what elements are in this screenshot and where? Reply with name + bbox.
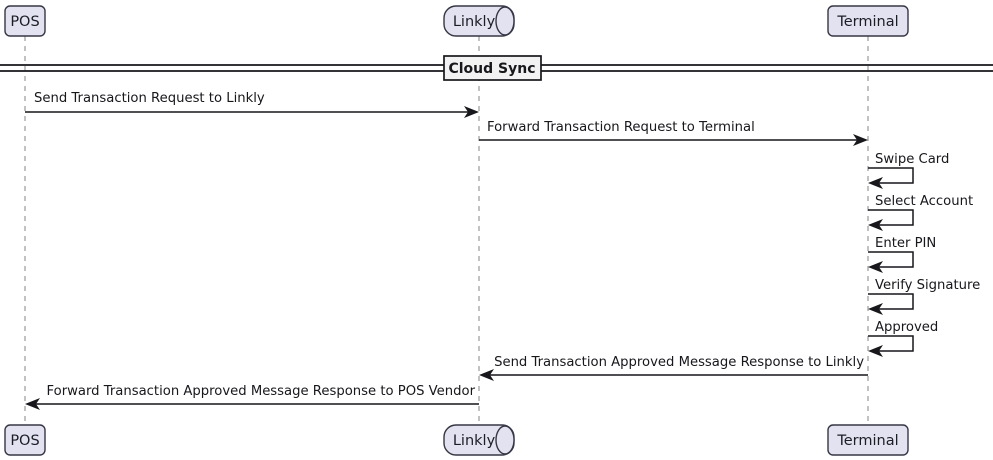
message-send-transaction-approved-message-response-to-linkly[interactable]: Send Transaction Approved Message Respon… [479,355,868,381]
message-send-transaction-request-to-linkly[interactable]: Send Transaction Request to Linkly [25,91,479,118]
participant-linkly-top-cap-icon [495,6,515,36]
participant-terminal-top-label: Terminal [836,14,898,30]
message-self-loop-line [868,251,914,268]
arrowhead-left-icon [479,369,494,381]
message-label: Send Transaction Request to Linkly [34,91,265,106]
message-label: Swipe Card [875,152,949,167]
participant-linkly-top-label: Linkly [453,14,496,30]
message-approved[interactable]: Approved [868,320,938,357]
arrowhead-left-icon [868,303,883,315]
message-self-loop-line [868,209,914,226]
message-swipe-card[interactable]: Swipe Card [868,152,949,189]
participant-pos-top-label: POS [10,14,39,30]
message-label: Enter PIN [875,236,936,251]
divider-label: Cloud Sync [448,61,535,77]
message-forward-transaction-approved-message-response-to-pos-vendor[interactable]: Forward Transaction Approved Message Res… [25,384,479,410]
participant-linkly-bottom-label: Linkly [453,433,496,449]
message-label: Select Account [875,194,973,209]
arrowhead-right-icon [853,134,868,146]
participants-top: POS Linkly Terminal [4,5,909,37]
message-self-loop-line [868,293,914,310]
message-verify-signature[interactable]: Verify Signature [868,278,980,315]
message-select-account[interactable]: Select Account [868,194,973,231]
arrowhead-left-icon [868,261,883,273]
divider-label-box [443,55,542,81]
participant-terminal-top-box[interactable] [827,5,909,37]
arrowhead-right-icon [464,106,479,118]
message-enter-pin[interactable]: Enter PIN [868,236,936,273]
participant-pos-top-box[interactable] [4,5,46,37]
arrowhead-left-icon [868,219,883,231]
participants-bottom: POS Linkly Terminal [4,424,909,456]
participant-linkly-bottom-cap-icon [495,425,515,455]
participant-pos-bottom-box[interactable] [4,424,46,456]
message-label: Send Transaction Approved Message Respon… [494,355,864,370]
lifelines-group [24,36,869,425]
participant-pos-bottom-label: POS [10,433,39,449]
arrowhead-left-icon [868,345,883,357]
message-self-loop-line [868,335,914,352]
participant-terminal-bottom-box[interactable] [827,424,909,456]
message-self-loop-line [868,167,914,184]
message-label: Forward Transaction Request to Terminal [487,120,755,135]
participant-terminal-bottom-label: Terminal [836,433,898,449]
arrowhead-left-icon [868,177,883,189]
message-label: Verify Signature [875,278,980,293]
message-label: Approved [875,320,938,335]
message-forward-transaction-request-to-terminal[interactable]: Forward Transaction Request to Terminal [479,120,868,146]
message-label: Forward Transaction Approved Message Res… [47,384,476,399]
divider-cloud-sync: Cloud Sync [0,55,993,81]
arrowhead-left-icon [25,398,40,410]
